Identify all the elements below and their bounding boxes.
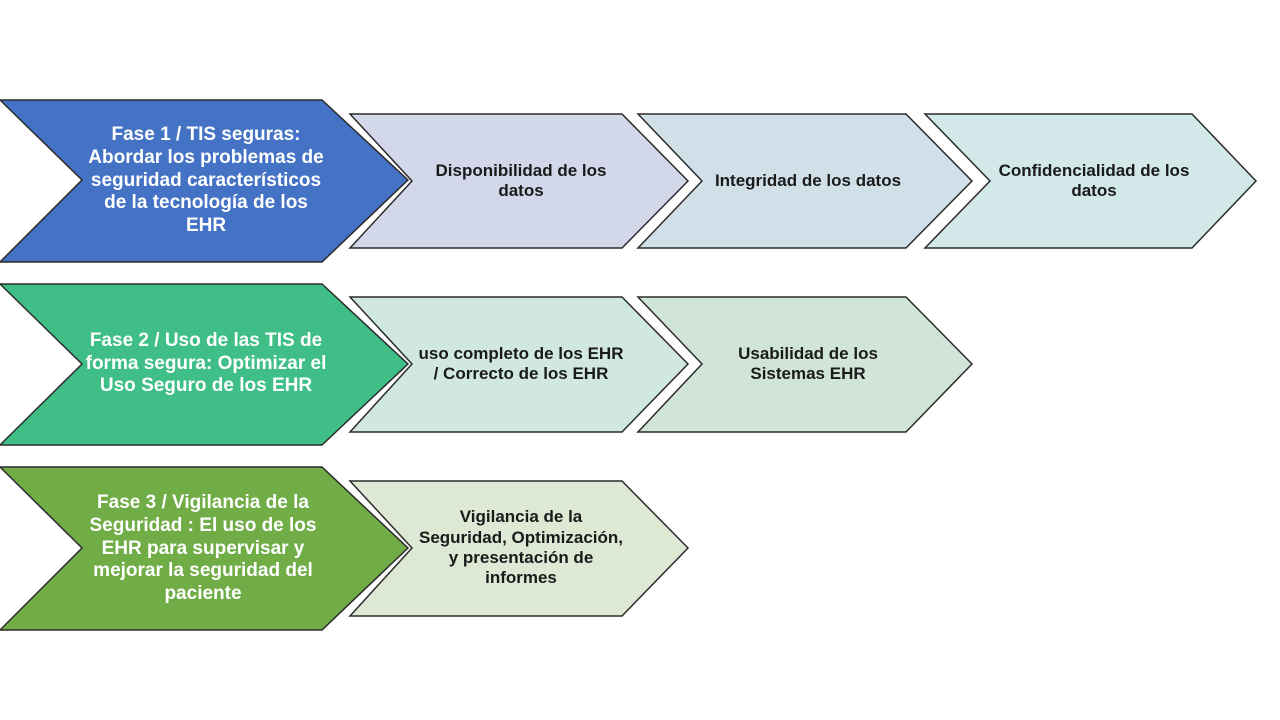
phase-1-title: Fase 1 / TIS seguras: Abordar los proble… — [88, 124, 324, 237]
phase-2-item-1-chevron — [348, 296, 690, 433]
phase-2-title: Fase 2 / Uso de las TIS de forma segura:… — [85, 329, 327, 397]
phase-1-item-3-chevron — [923, 113, 1258, 249]
phase-2-item-2-label: Usabilidad de los Sistemas EHR — [738, 343, 878, 383]
phase-1-item-1-chevron — [348, 113, 690, 249]
phase-1-chevron — [0, 99, 410, 263]
phase-1-item-2-label: Integridad de los datos — [714, 170, 902, 190]
phase-3-title: Fase 3 / Vigilancia de la Seguridad : El… — [89, 492, 317, 605]
phase-1-item-1-label: Disponibilidad de los datos — [435, 160, 607, 200]
phase-3-chevron — [0, 466, 410, 631]
phase-2-item-1-label: uso completo de los EHR / Correcto de lo… — [418, 343, 624, 383]
phase-3-item-1-label: Vigilancia de la Seguridad, Optimización… — [418, 507, 624, 588]
phase-1-item-3-label: Confidencialidad de los datos — [998, 160, 1190, 200]
phase-2-chevron — [0, 283, 410, 446]
phase-2-item-2-chevron — [636, 296, 974, 433]
phase-3-item-1-chevron — [348, 480, 690, 617]
phase-1-item-2-chevron — [636, 113, 974, 249]
